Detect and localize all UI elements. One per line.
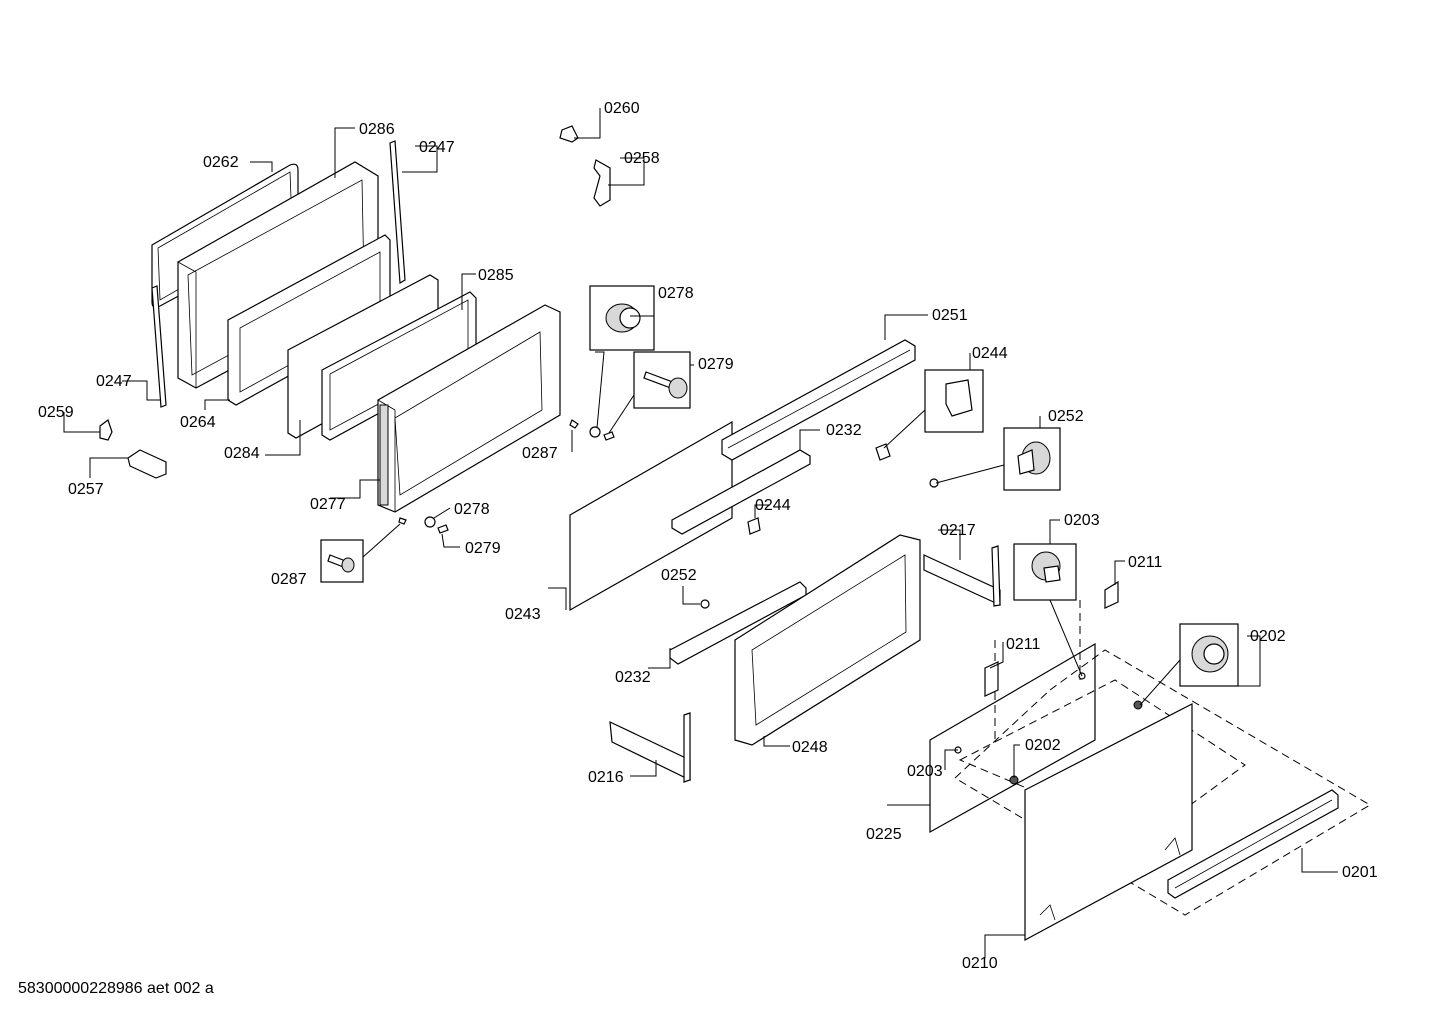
label-0203-lower: 0203 — [907, 763, 943, 780]
detail-0278-box — [589, 285, 655, 351]
part-0248-door-frame — [734, 534, 921, 746]
label-0284: 0284 — [224, 445, 260, 462]
part-0202-knob-small — [1009, 700, 1143, 785]
label-0243: 0243 — [505, 606, 541, 623]
part-0251-rail — [721, 339, 916, 461]
label-0259: 0259 — [38, 404, 74, 421]
label-0251: 0251 — [932, 307, 968, 324]
label-0247-top: 0247 — [419, 139, 455, 156]
label-0202-lower: 0202 — [1025, 737, 1061, 754]
leader-lines — [63, 108, 1338, 958]
label-0232-lower: 0232 — [615, 669, 651, 686]
part-labels: 0260 0258 0286 0247 0262 0285 0278 0279 … — [38, 100, 1378, 972]
document-id: 58300000228986 aet 002 a — [18, 980, 214, 997]
label-0201: 0201 — [1342, 864, 1378, 881]
part-0244-clip — [747, 443, 891, 535]
part-0216-bracket — [609, 712, 691, 783]
label-0285: 0285 — [478, 267, 514, 284]
part-0201-handle — [1167, 789, 1339, 899]
label-0244-upper: 0244 — [972, 345, 1008, 362]
label-0202-upper: 0202 — [1250, 628, 1286, 645]
detail-0244-box — [924, 369, 984, 433]
detail-0252-box — [1003, 427, 1061, 491]
label-0244-lower: 0244 — [755, 497, 791, 514]
detail-0203-box — [1013, 543, 1077, 601]
part-0258-bracket — [593, 159, 611, 207]
part-0247-strip-right — [389, 140, 406, 285]
label-0247-left: 0247 — [96, 373, 132, 390]
label-0262: 0262 — [203, 154, 239, 171]
label-0279-upper: 0279 — [698, 356, 734, 373]
detail-0287-box — [320, 539, 364, 583]
label-0278-upper: 0278 — [658, 285, 694, 302]
part-0260-clip — [559, 125, 579, 143]
part-0278-spacer-small — [424, 426, 601, 528]
part-0225-inner-glass — [929, 642, 1096, 834]
label-0286: 0286 — [359, 121, 395, 138]
label-0279-lower: 0279 — [465, 540, 501, 557]
part-0217-bracket — [923, 545, 1001, 607]
label-0252-upper: 0252 — [1048, 408, 1084, 425]
label-0217: 0217 — [940, 522, 976, 539]
label-0287-lower: 0287 — [271, 571, 307, 588]
label-0252-lower: 0252 — [661, 567, 697, 584]
label-0210: 0210 — [962, 955, 998, 972]
label-0211-lower: 0211 — [1006, 636, 1041, 653]
label-0278-lower: 0278 — [454, 501, 490, 518]
label-0287-center: 0287 — [522, 445, 558, 462]
part-0257-hinge — [127, 449, 167, 479]
part-0277-door-frame — [377, 304, 561, 513]
label-0203-upper: 0203 — [1064, 512, 1100, 529]
label-0225: 0225 — [866, 826, 902, 843]
label-0277: 0277 — [310, 496, 346, 513]
part-0211-plate — [984, 580, 1119, 697]
part-0243-panel — [569, 420, 733, 612]
part-0247-strip-left — [151, 285, 167, 408]
label-0211-upper: 0211 — [1128, 554, 1163, 571]
part-0210-outer-glass — [1024, 703, 1193, 942]
label-0258: 0258 — [624, 150, 660, 167]
label-0264: 0264 — [180, 414, 216, 431]
label-0216: 0216 — [588, 769, 624, 786]
part-0252-knob-small — [700, 478, 939, 609]
label-0260: 0260 — [604, 100, 640, 117]
detail-0202-box — [1179, 623, 1239, 687]
part-0287-screw-small — [398, 419, 579, 525]
label-0257: 0257 — [68, 481, 104, 498]
detail-0279-box — [633, 351, 691, 409]
label-0232-upper: 0232 — [826, 422, 862, 439]
part-0259-hinge-clip — [99, 419, 113, 441]
label-0248: 0248 — [792, 739, 828, 756]
